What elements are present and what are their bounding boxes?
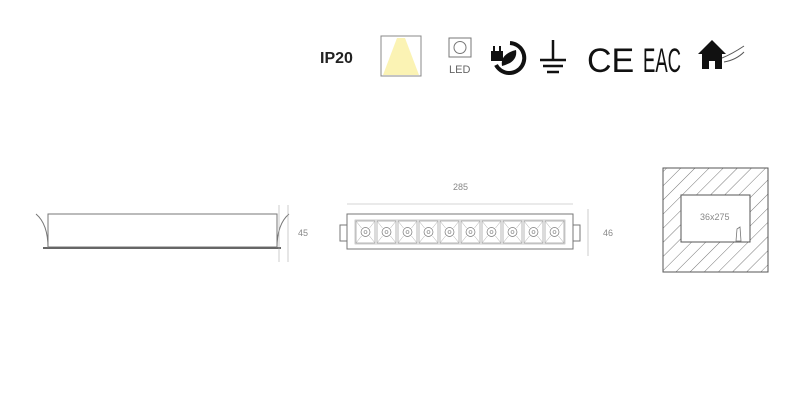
front-view: 285 xyxy=(339,182,613,256)
plug-eco-icon xyxy=(491,41,527,75)
ground-icon xyxy=(540,40,566,74)
side-view: 45 xyxy=(35,205,308,262)
led-cell xyxy=(544,220,565,244)
led-cell xyxy=(481,220,502,244)
led-cell xyxy=(355,220,376,244)
led-cell xyxy=(418,220,439,244)
led-cell xyxy=(523,220,544,244)
led-cell xyxy=(439,220,460,244)
led-label: LED xyxy=(449,64,470,76)
eac-mark-icon: EAC xyxy=(643,42,681,80)
cutout-view: 36x275 xyxy=(662,167,769,273)
length-dimension: 285 xyxy=(453,182,468,192)
front-height-dimension: 46 xyxy=(603,228,613,238)
side-height-dimension: 45 xyxy=(298,228,308,238)
led-cell xyxy=(397,220,418,244)
indoor-house-icon xyxy=(698,40,745,69)
ce-mark-icon: CE xyxy=(587,42,634,80)
light-beam-icon xyxy=(380,35,422,77)
led-cell xyxy=(502,220,523,244)
cutout-dimension: 36x275 xyxy=(700,212,730,222)
led-cell xyxy=(376,220,397,244)
led-chip-icon: LED xyxy=(448,37,472,76)
led-cell xyxy=(460,220,481,244)
ip-rating-label: IP20 xyxy=(320,50,353,67)
